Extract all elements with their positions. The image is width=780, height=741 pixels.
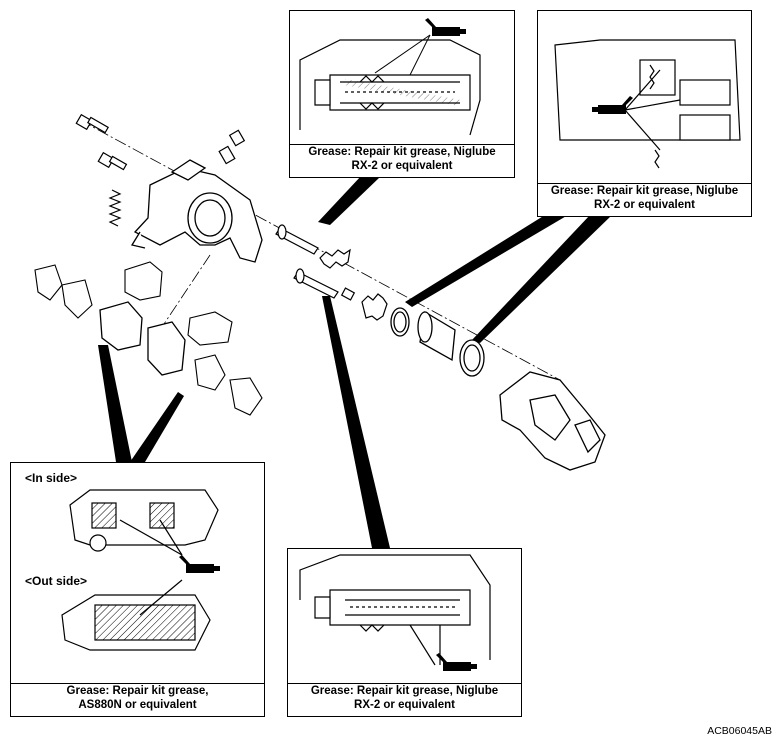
top-right-art xyxy=(554,39,741,169)
grease-gun-icon xyxy=(592,96,633,114)
center-axis xyxy=(79,119,561,381)
bleeder-bolts xyxy=(75,113,246,171)
bottom-left-art xyxy=(61,489,219,651)
panel-caption: Grease: Repair kit grease, Niglube RX-2 … xyxy=(290,144,514,177)
top-center-art xyxy=(299,34,481,136)
panel-caption: Grease: Repair kit grease, AS880N or equ… xyxy=(11,683,264,716)
caliper-body xyxy=(130,159,263,263)
caption-line-1: Grease: Repair kit grease, Niglube xyxy=(310,685,499,697)
grease-gun-icon xyxy=(436,653,477,671)
reference-code: ACB06045AB xyxy=(707,725,772,737)
in-side-label: <In side> xyxy=(25,471,78,485)
panel-top-center: Grease: Repair kit grease, Niglube RX-2 … xyxy=(289,10,515,178)
panel-caption: Grease: Repair kit grease, Niglube RX-2 … xyxy=(288,683,521,716)
panel-bottom-left: <In side> <Out side> Grease: Repair kit … xyxy=(10,462,265,717)
panel-caption: Grease: Repair kit grease, Niglube RX-2 … xyxy=(538,183,751,216)
caption-line-2: RX-2 or equivalent xyxy=(351,160,453,172)
caption-line-2: RX-2 or equivalent xyxy=(354,699,455,711)
out-side-label: <Out side> xyxy=(25,574,88,588)
guide-pins xyxy=(275,224,388,321)
panel-bottom-center: Grease: Repair kit grease, Niglube RX-2 … xyxy=(287,548,522,717)
caption-line-1: Grease: Repair kit grease, xyxy=(66,685,209,697)
caliper-bracket xyxy=(499,371,606,471)
pad-clips xyxy=(34,261,263,416)
grease-gun-icon xyxy=(425,18,466,36)
bottom-center-art xyxy=(299,554,491,666)
spring xyxy=(108,189,122,227)
panel-top-right: Grease: Repair kit grease, Niglube RX-2 … xyxy=(537,10,752,217)
piston-assembly xyxy=(390,307,485,377)
leader-wedges xyxy=(98,175,612,548)
caption-line-2: RX-2 or equivalent xyxy=(594,199,695,211)
caption-line-1: Grease: Repair kit grease, Niglube xyxy=(308,146,496,158)
caption-line-1: Grease: Repair kit grease, Niglube xyxy=(550,185,739,197)
caption-line-2: AS880N or equivalent xyxy=(78,699,197,711)
brake-pads xyxy=(99,301,186,376)
grease-gun-icon xyxy=(179,555,220,573)
